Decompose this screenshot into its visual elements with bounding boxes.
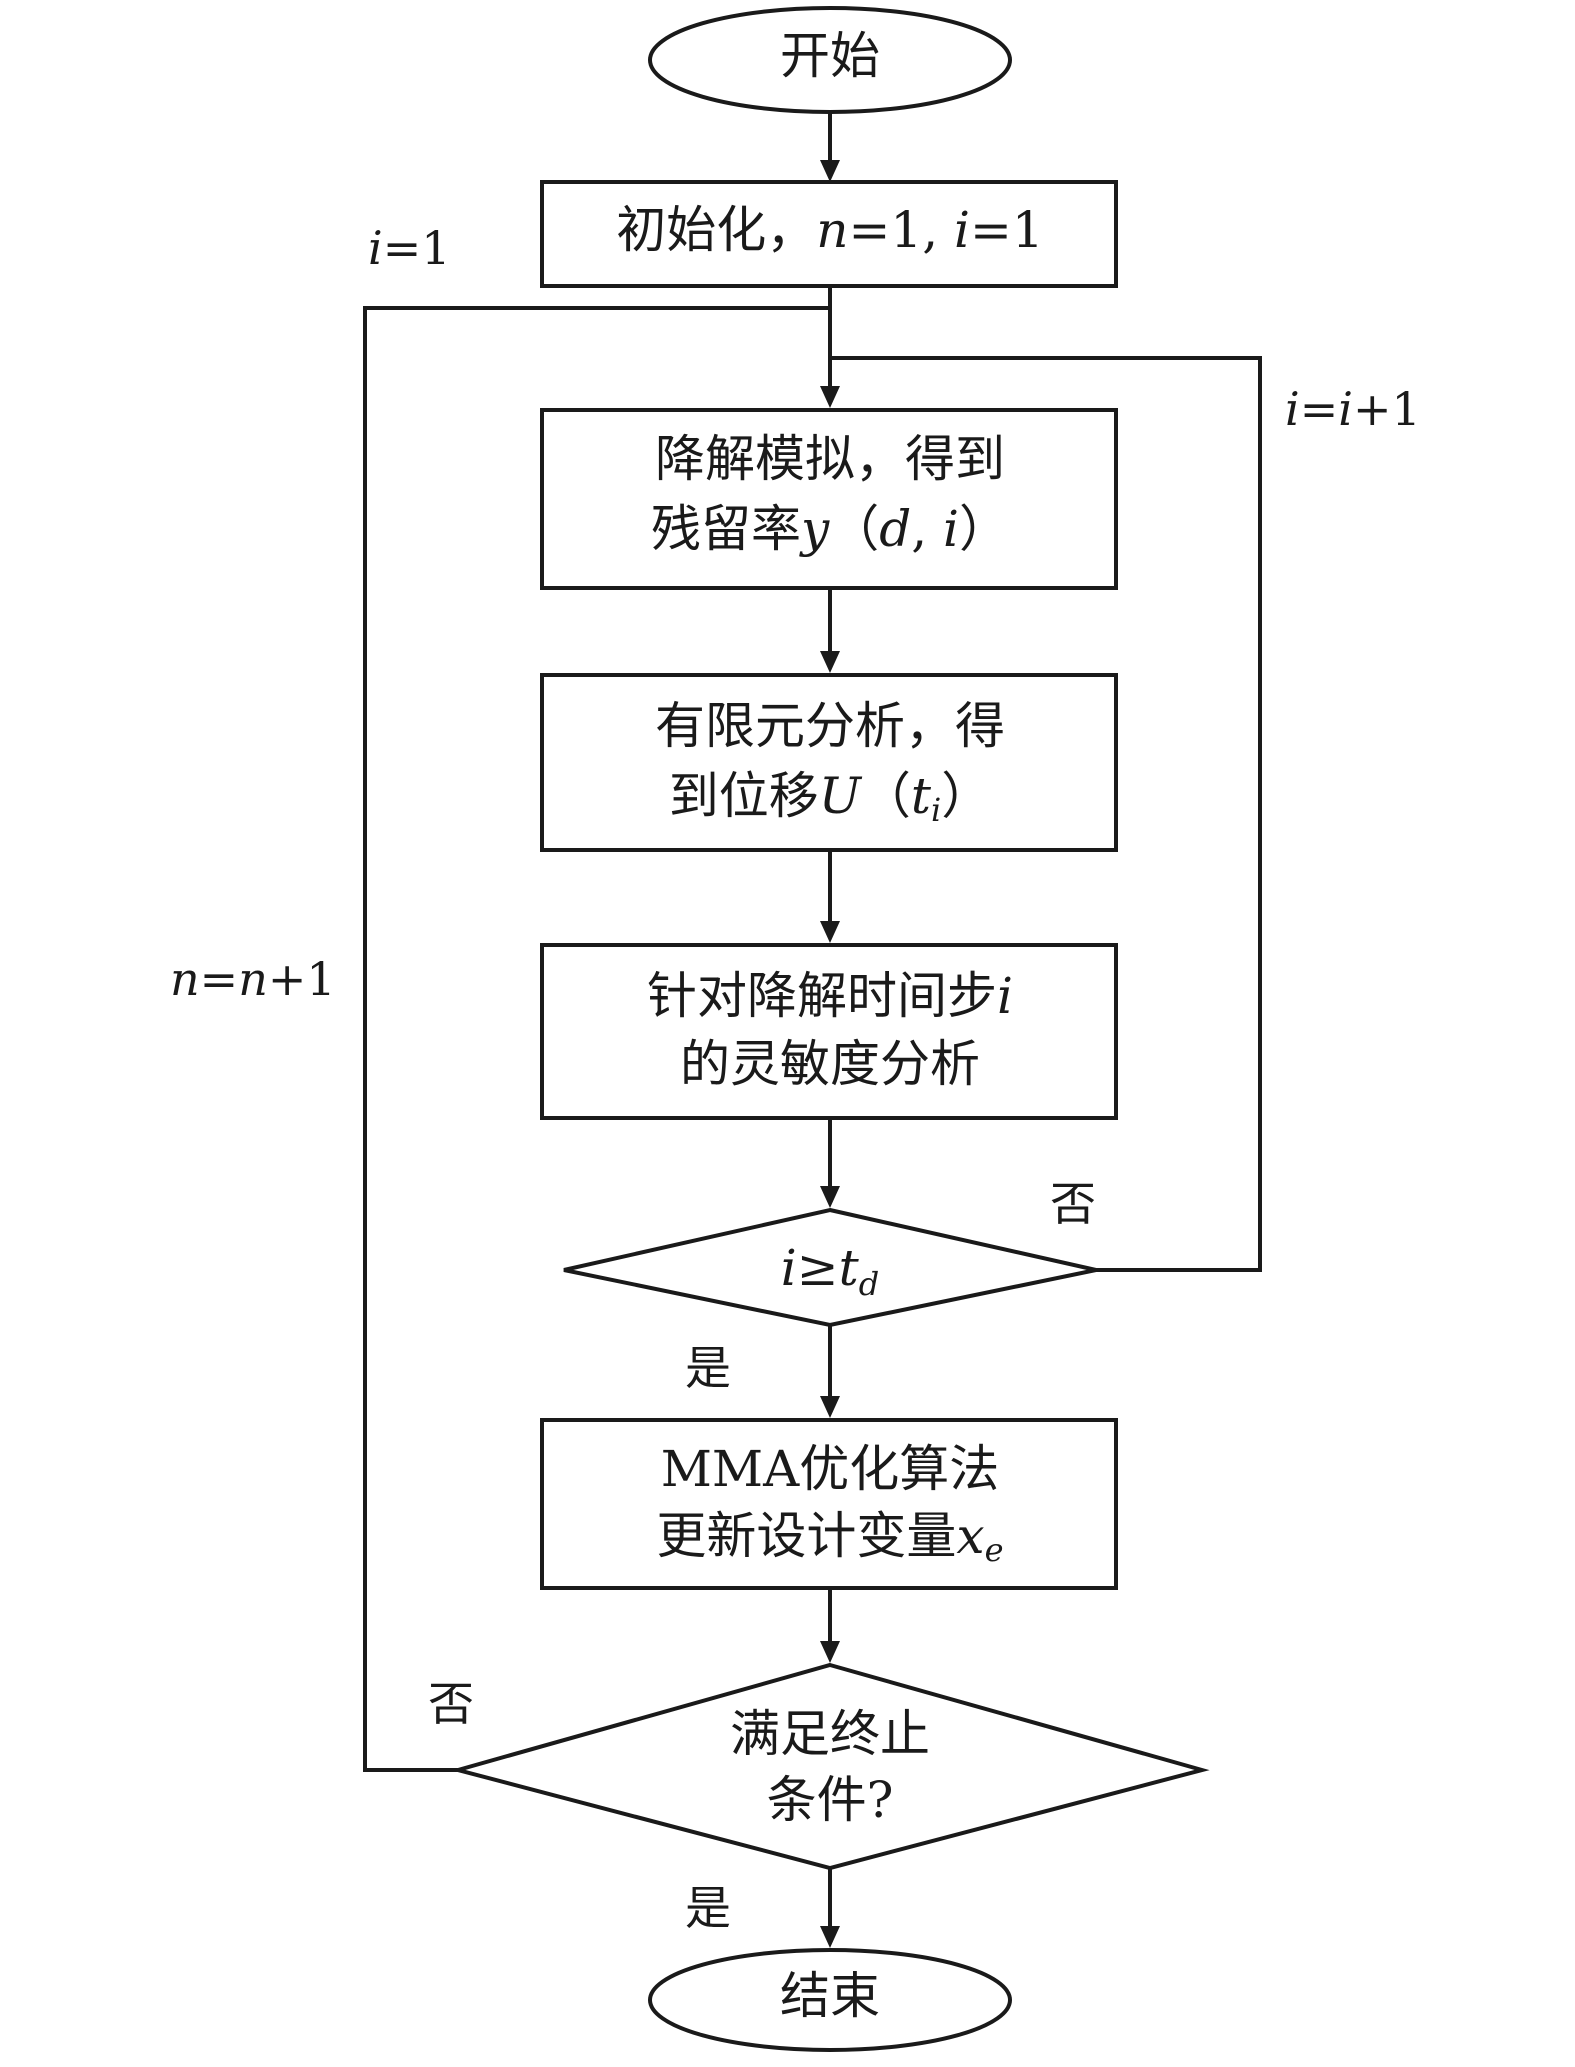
init-node: 初始化，n=1, i=1 [540, 180, 1118, 288]
edge-converged-loop-back [363, 306, 830, 1772]
conv-no-label: 否 [428, 1677, 474, 1731]
arrowhead [820, 386, 840, 408]
converged-line2: 条件? [767, 1771, 894, 1829]
degradation-line2: 残留率y（d, i） [651, 500, 1009, 558]
end-label: 结束 [780, 1967, 880, 2025]
fea-line2: 到位移U（ti） [669, 767, 991, 829]
step-yes-label: 是 [685, 1341, 731, 1395]
init-label: 初始化，n=1, i=1 [616, 201, 1043, 259]
mma-line2: 更新设计变量xe [656, 1507, 1003, 1569]
mma-line1: MMA优化算法 [661, 1440, 1000, 1498]
increment-n-label: n=n+1 [170, 952, 336, 1006]
degradation-line1: 降解模拟，得到 [655, 430, 1005, 488]
terminal-shape [648, 1948, 1012, 2052]
decision-diamond [450, 1662, 1210, 1871]
check-step-node: i≥td [563, 1207, 1097, 1328]
process-box [540, 1418, 1118, 1590]
mma-node: MMA优化算法 更新设计变量xe [540, 1418, 1118, 1590]
process-box [540, 943, 1118, 1120]
check-step-label: i≥td [781, 1239, 879, 1303]
increment-i-label: i=i+1 [1285, 382, 1421, 436]
degradation-node: 降解模拟，得到 残留率y（d, i） [540, 408, 1118, 590]
process-box [540, 180, 1118, 288]
converged-node: 满足终止 条件? [450, 1662, 1210, 1871]
start-node: 开始 [648, 6, 1012, 114]
process-box [540, 673, 1118, 852]
edge-check-loop-back [830, 356, 1262, 1272]
arrowhead [820, 1926, 840, 1948]
reset-i-label: i=1 [368, 221, 451, 275]
sensitivity-line1: 针对降解时间步i [647, 967, 1013, 1025]
conv-yes-label: 是 [685, 1881, 731, 1935]
arrowhead [820, 1396, 840, 1418]
start-label: 开始 [780, 27, 880, 85]
process-box [540, 408, 1118, 590]
fea-node: 有限元分析，得 到位移U（ti） [540, 673, 1118, 852]
connectors [363, 110, 1262, 1948]
step-no-label: 否 [1050, 1177, 1096, 1231]
sensitivity-line2: 的灵敏度分析 [680, 1035, 980, 1093]
arrowhead [820, 1186, 840, 1208]
converged-line1: 满足终止 [730, 1705, 930, 1763]
sensitivity-node: 针对降解时间步i 的灵敏度分析 [540, 943, 1118, 1120]
arrowhead [820, 1641, 840, 1663]
fea-line1: 有限元分析，得 [655, 697, 1005, 755]
terminal-shape [648, 6, 1012, 114]
decision-diamond [563, 1207, 1097, 1328]
arrowhead [820, 921, 840, 943]
arrowhead [820, 160, 840, 182]
edge-labels: i=1 i=i+1 n=n+1 否 是 否 是 [170, 221, 1421, 1935]
arrowhead [820, 651, 840, 673]
end-node: 结束 [648, 1948, 1012, 2052]
